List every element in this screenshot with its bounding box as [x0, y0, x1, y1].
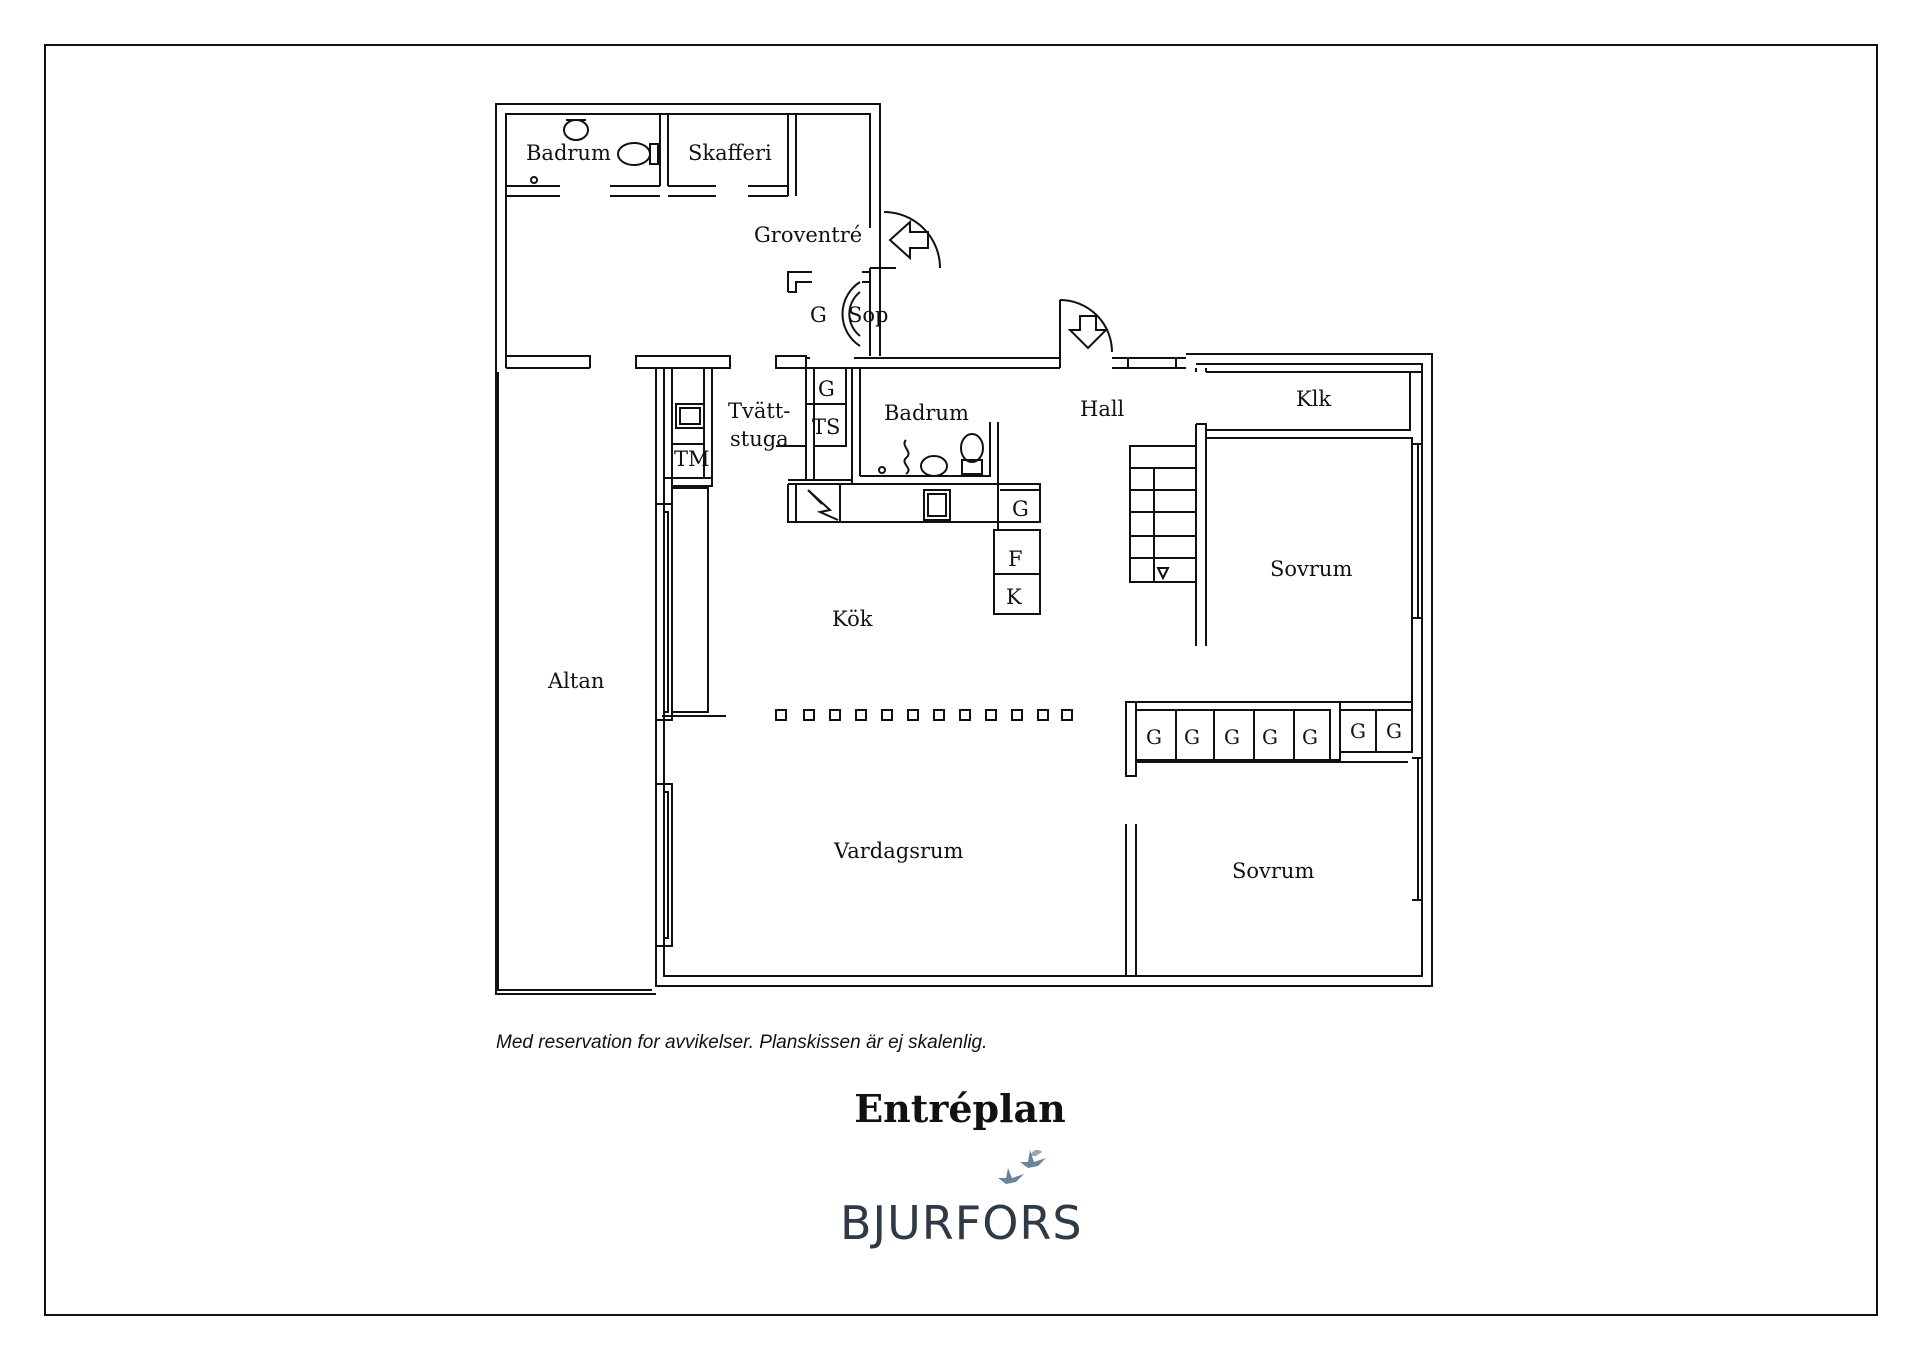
label-sop: Sop [848, 303, 888, 327]
hall-entrance-arrow-icon [1067, 315, 1109, 350]
label-hall: Hall [1080, 397, 1125, 421]
label-altan: Altan [547, 669, 604, 693]
label-wardrobe: G [1146, 725, 1162, 749]
page-frame [44, 44, 1878, 1316]
beam-markers [775, 709, 1073, 721]
label-kok: Kök [832, 607, 873, 631]
label-wardrobe: G [1262, 725, 1278, 749]
label-tvatt2: stuga [730, 427, 789, 451]
bjurfors-logo: BJURFORS [840, 1148, 1083, 1250]
label-f: F [1008, 547, 1023, 571]
window [512, 355, 570, 369]
label-badrum-mid: Badrum [884, 401, 969, 425]
entrance-arrow-icon [888, 219, 929, 261]
label-wardrobe: G [1224, 725, 1240, 749]
label-g-sop: G [810, 303, 827, 327]
label-wardrobe: G [1184, 725, 1200, 749]
label-tvatt1: Tvätt- [728, 399, 790, 423]
label-k: K [1006, 585, 1022, 609]
label-groventre: Groventré [754, 223, 862, 247]
label-sovrum-2: Sovrum [1232, 859, 1314, 883]
brand-name: BJURFORS [840, 1196, 1083, 1250]
label-klk: Klk [1296, 387, 1331, 411]
label-wardrobe: G [1386, 719, 1402, 743]
room-labels: Badrum Skafferi Groventré G Sop G TS Tvä… [526, 141, 1402, 883]
label-g-tvatt: G [818, 377, 835, 401]
disclaimer-text: Med reservation for avvikelser. Planskis… [496, 1032, 988, 1053]
label-vardagsrum: Vardagsrum [833, 839, 964, 863]
north-wing-outer-wall [495, 103, 881, 368]
label-sovrum-1: Sovrum [1270, 557, 1352, 581]
label-skafferi: Skafferi [688, 141, 772, 165]
label-ts: TS [812, 415, 840, 439]
label-g-kok: G [1012, 497, 1029, 521]
label-wardrobe: G [1302, 725, 1318, 749]
plan-title: Entréplan [854, 1086, 1066, 1131]
label-wardrobe: G [1350, 719, 1366, 743]
label-badrum-top: Badrum [526, 141, 611, 165]
label-tm: TM [674, 447, 710, 471]
flying-birds-icon [998, 1149, 1046, 1184]
